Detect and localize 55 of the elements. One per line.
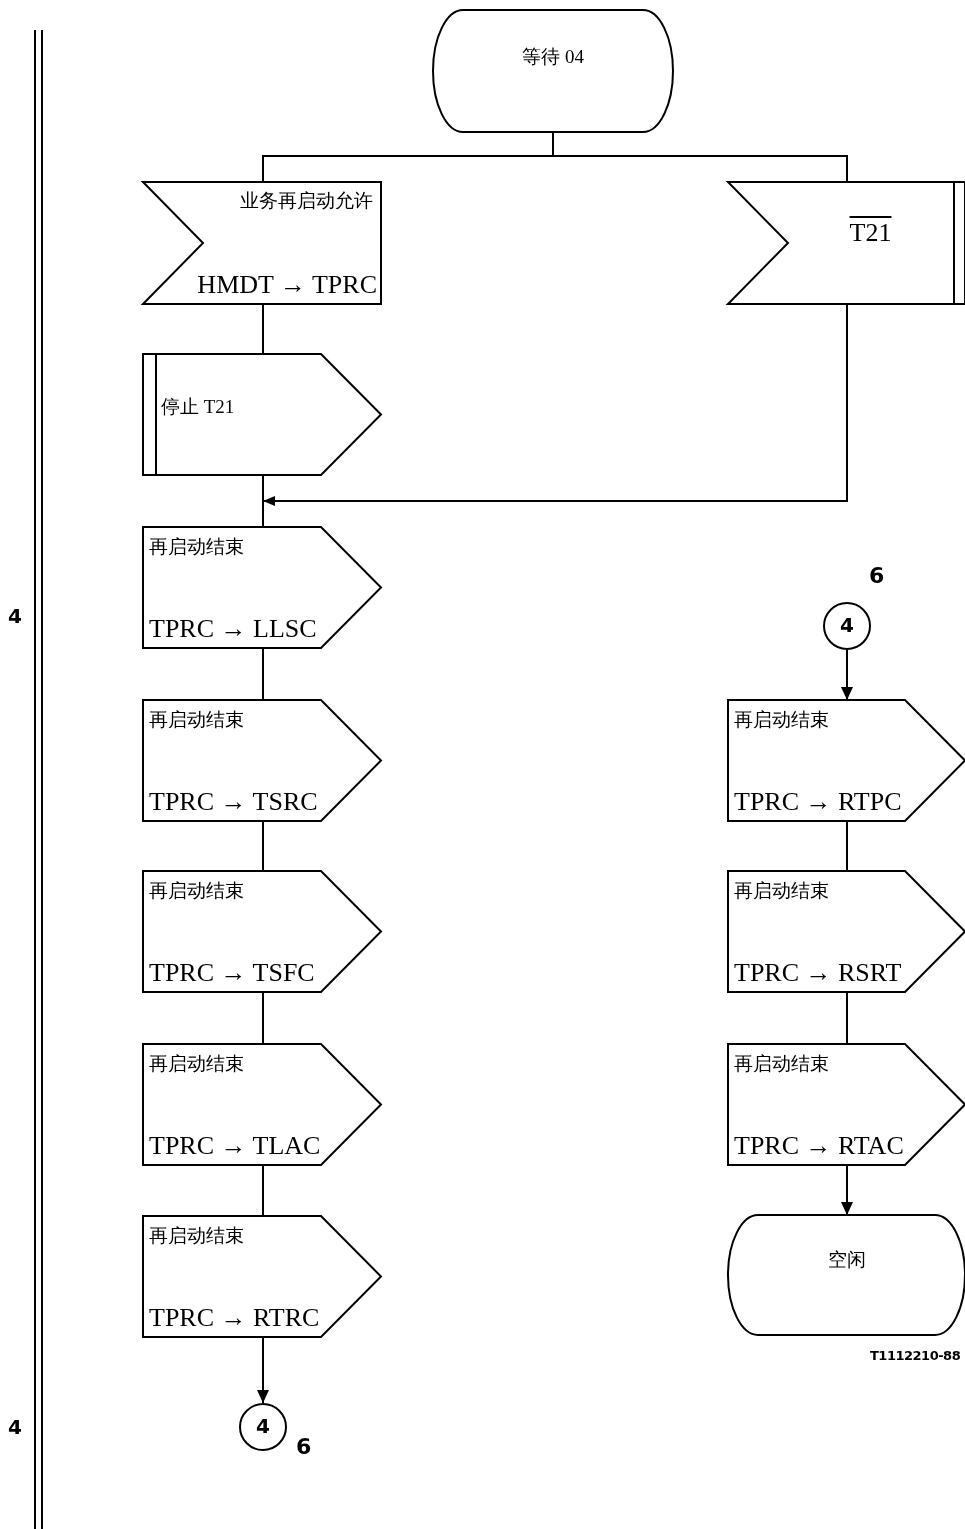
arrow [841,649,853,701]
connector-line [262,647,264,701]
output-signal-box [728,871,965,992]
connector-line [262,991,264,1045]
figure-code: T1112210-88 [870,1349,961,1362]
connector-number: 4 [255,1416,271,1436]
signal-route: TPRC → TSRC [149,789,318,815]
connector-line [262,820,264,872]
page-reference: 6 [296,1436,312,1458]
input-signal-box [143,182,381,304]
output-signal-box [143,700,381,821]
signal-name: 再启动结束 [149,710,244,729]
connector-circle [823,602,871,650]
page-reference: 6 [869,565,885,587]
output-signal-box [728,700,965,821]
state-box [728,1215,965,1335]
state-name: 空闲 [826,1250,867,1269]
signal-route: TPRC → RTAC [734,1133,904,1159]
signal-route: TPRC → TSFC [149,960,315,986]
margin-number: 4 [8,606,22,626]
connector-circle [239,1403,287,1451]
margin-number: 4 [8,1417,22,1437]
output-signal-box [143,1044,381,1165]
signal-name: 再启动结束 [149,1054,244,1073]
signal-route: TPRC → LLSC [149,616,317,642]
connector-line [262,1164,264,1217]
signal-name: 再启动结束 [734,710,829,729]
signal-name: 再启动结束 [149,537,244,556]
signal-route: TPRC → RSRT [734,960,902,986]
state-box [433,10,673,132]
signal-route: TPRC → RTRC [149,1305,320,1331]
signal-name: T21 [848,220,893,246]
signal-name: 再启动结束 [149,881,244,900]
output-signal-box [143,871,381,992]
signal-name: 再启动结束 [149,1226,244,1245]
signal-name: 再启动结束 [734,881,829,900]
output-signal-box [728,1044,965,1165]
connector-line [846,991,848,1045]
connector-line [262,303,264,355]
state-name: 等待 04 [521,47,585,66]
task-text: 停止 T21 [161,397,235,416]
connector-line [552,131,848,183]
output-signal-box [143,1216,381,1337]
connector-number: 4 [839,615,855,635]
output-signal-box [143,354,381,475]
input-signal-box [728,182,965,304]
signal-route: HMDT → TPRC [197,272,377,298]
signal-route: TPRC → TLAC [149,1133,321,1159]
arrow [257,1336,269,1404]
signal-name: 业务再启动允许 [240,191,373,210]
arrow [841,1164,853,1216]
signal-name: 再启动结束 [734,1054,829,1073]
signal-route: TPRC → RTPC [734,789,902,815]
connector-line [846,820,848,872]
output-signal-box [143,527,381,648]
